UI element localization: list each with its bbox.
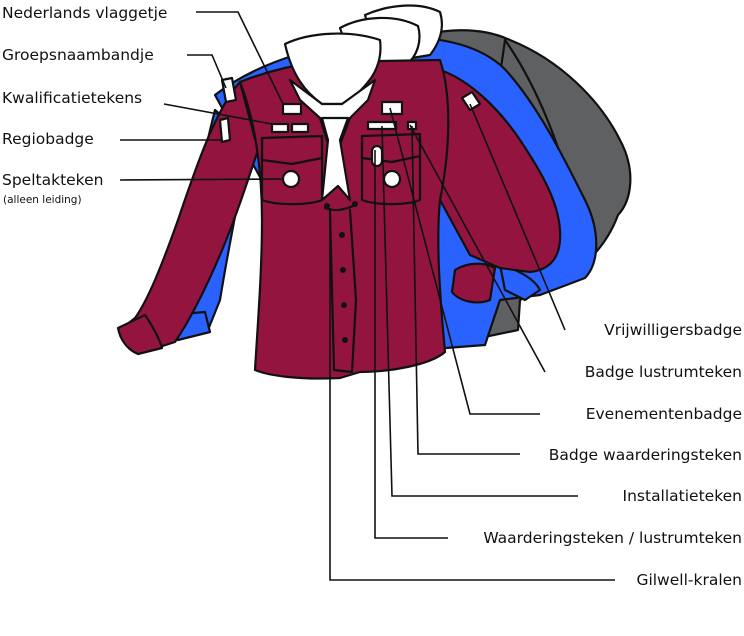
label-spelttakteken-note: (alleen leiding) — [3, 194, 82, 206]
label-badge-lustrumteken: Badge lustrumteken — [585, 363, 742, 381]
label-groepsnaambandje: Groepsnaambandje — [2, 46, 154, 64]
label-regiobadge: Regiobadge — [2, 130, 94, 148]
gilwell-beads — [323, 201, 358, 212]
label-waarderingsteken-lustrumteken: Waarderingsteken / lustrumteken — [483, 529, 742, 547]
label-badge-waarderingsteken: Badge waarderingsteken — [549, 446, 742, 464]
right-labels: Vrijwilligersbadge Badge lustrumteken Ev… — [483, 321, 742, 589]
group-name-tape — [220, 76, 238, 104]
left-labels: Nederlands vlaggetje Groepsnaambandje Kw… — [2, 4, 167, 206]
appreciation-pin — [370, 144, 384, 168]
flag-badge — [281, 102, 303, 116]
qualification-badge-1 — [270, 122, 290, 134]
label-vrijwilligersbadge: Vrijwilligersbadge — [604, 321, 742, 339]
qualification-badge-2 — [290, 122, 310, 134]
volunteer-badge — [460, 90, 482, 112]
label-spelttakteken: Speltakteken — [2, 171, 103, 189]
label-evenementenbadge: Evenementenbadge — [586, 405, 742, 423]
badges — [218, 76, 482, 189]
label-nederlands-vlaggetje: Nederlands vlaggetje — [2, 4, 167, 22]
shirt-buttons — [339, 232, 348, 343]
section-badge — [281, 169, 301, 189]
region-badge — [218, 116, 232, 144]
label-kwalificatietekens: Kwalificatietekens — [2, 89, 142, 107]
lustrum-badge — [382, 169, 402, 189]
scarf — [283, 32, 382, 202]
label-gilwell-kralen: Gilwell-kralen — [636, 571, 742, 589]
right-pocket — [360, 132, 422, 206]
leader-lines — [119, 11, 615, 581]
label-installatieteken: Installatieteken — [623, 487, 742, 505]
event-badge — [380, 100, 404, 116]
